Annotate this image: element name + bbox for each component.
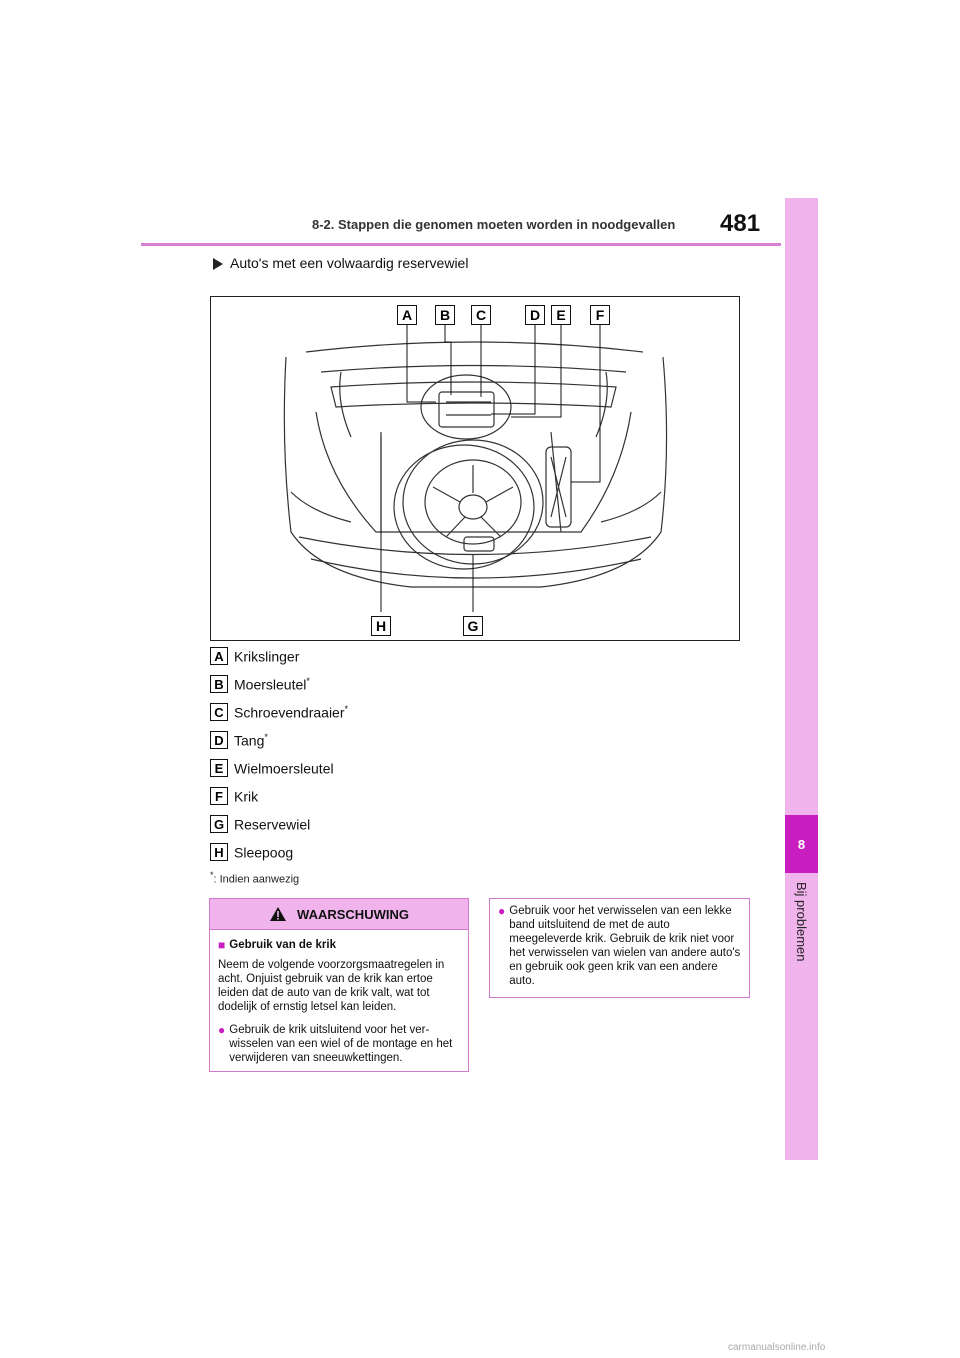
- legend-text: Krik: [234, 788, 259, 805]
- legend-item: G Reservewiel: [210, 814, 310, 834]
- watermark: carmanualsonline.info: [728, 1342, 826, 1353]
- warning-bullet: ●Gebruik de krik uitsluitend voor het ve…: [218, 1023, 453, 1064]
- section-title: Auto's met een volwaardig reservewiel: [230, 255, 469, 271]
- legend-key: B: [210, 675, 228, 693]
- figure-label-g: G: [463, 616, 483, 636]
- warning-box: WAARSCHUWING ■Gebruik van de krik Neem d…: [209, 898, 469, 1072]
- legend-item: E Wielmoersleutel: [210, 758, 334, 778]
- legend-key: E: [210, 759, 228, 777]
- figure-label-f: F: [590, 305, 610, 325]
- legend-text: Reservewiel: [234, 816, 311, 833]
- legend-key: A: [210, 647, 228, 665]
- chapter-title-text: Bij problemen: [793, 882, 809, 962]
- legend-item: D Tang*: [210, 730, 268, 750]
- chapter-title: Bij problemen: [785, 882, 818, 1042]
- legend-key: D: [210, 731, 228, 749]
- warning-continued-box: ●Gebruik voor het verwisselen van een le…: [489, 898, 750, 998]
- legend-key: H: [210, 843, 228, 861]
- legend-text: Wielmoersleutel: [234, 760, 334, 777]
- warning-subhead: ■Gebruik van de krik: [218, 938, 336, 952]
- legend-item: A Krikslinger: [210, 646, 299, 666]
- figure-label-a: A: [397, 305, 417, 325]
- figure-label-c: C: [471, 305, 491, 325]
- legend-item: H Sleepoog: [210, 842, 293, 862]
- warning-icon: [270, 907, 287, 921]
- legend-key: G: [210, 815, 228, 833]
- legend-text: Tang*: [234, 731, 268, 749]
- chapter-side-tab: [785, 198, 818, 1160]
- legend-text: Krikslinger: [234, 648, 300, 665]
- page-number: 481: [720, 210, 761, 237]
- figure-label-d: D: [525, 305, 545, 325]
- warning-bullet: ●Gebruik voor het verwisselen van een le…: [498, 904, 741, 987]
- warning-header: WAARSCHUWING: [210, 899, 468, 930]
- legend-item: B Moersleutel*: [210, 674, 310, 694]
- figure-label-e: E: [551, 305, 571, 325]
- header-divider: [141, 243, 781, 246]
- figure-label-b: B: [435, 305, 455, 325]
- chapter-number-badge: 8: [785, 815, 818, 873]
- bullet-icon: ●: [218, 1023, 226, 1037]
- arrow-icon: [213, 258, 223, 270]
- legend-text: Sleepoog: [234, 844, 294, 861]
- footnote: *: Indien aanwezig: [210, 870, 300, 886]
- legend-item: F Krik: [210, 786, 258, 806]
- warning-intro: Neem de volgende voorzorgsmaatregelen in…: [218, 959, 445, 1013]
- figure-label-h: H: [371, 616, 391, 636]
- legend-text: Schroevendraaier*: [234, 703, 349, 721]
- legend-key: F: [210, 787, 228, 805]
- bullet-icon: ●: [498, 904, 506, 918]
- section-header: 8-2. Stappen die genomen moeten worden i…: [312, 217, 676, 232]
- square-bullet-icon: ■: [218, 938, 226, 952]
- legend-item: C Schroevendraaier*: [210, 702, 348, 722]
- trunk-illustration: A B C D E F G H: [210, 296, 740, 641]
- legend-text: Moersleutel*: [234, 675, 310, 693]
- legend-key: C: [210, 703, 228, 721]
- warning-title: WAARSCHUWING: [297, 906, 409, 922]
- trunk-drawing: [283, 323, 668, 612]
